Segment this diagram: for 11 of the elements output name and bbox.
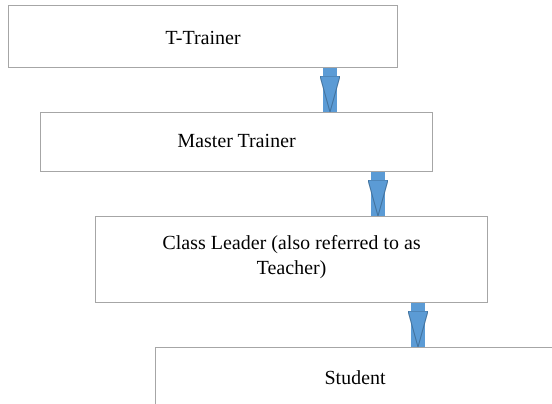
- box-label: Student: [324, 366, 386, 391]
- process-box: [8, 5, 398, 68]
- box-label: Master Trainer: [177, 129, 296, 154]
- block-arrow: [320, 68, 340, 112]
- process-box: [95, 216, 488, 303]
- block-arrow: [408, 303, 428, 348]
- box-label: Class Leader (also referred to as Teacher): [162, 231, 422, 281]
- process-box: [155, 347, 552, 404]
- block-arrow: [368, 172, 388, 216]
- process-box: [40, 112, 433, 172]
- box-label: T-Trainer: [165, 26, 241, 51]
